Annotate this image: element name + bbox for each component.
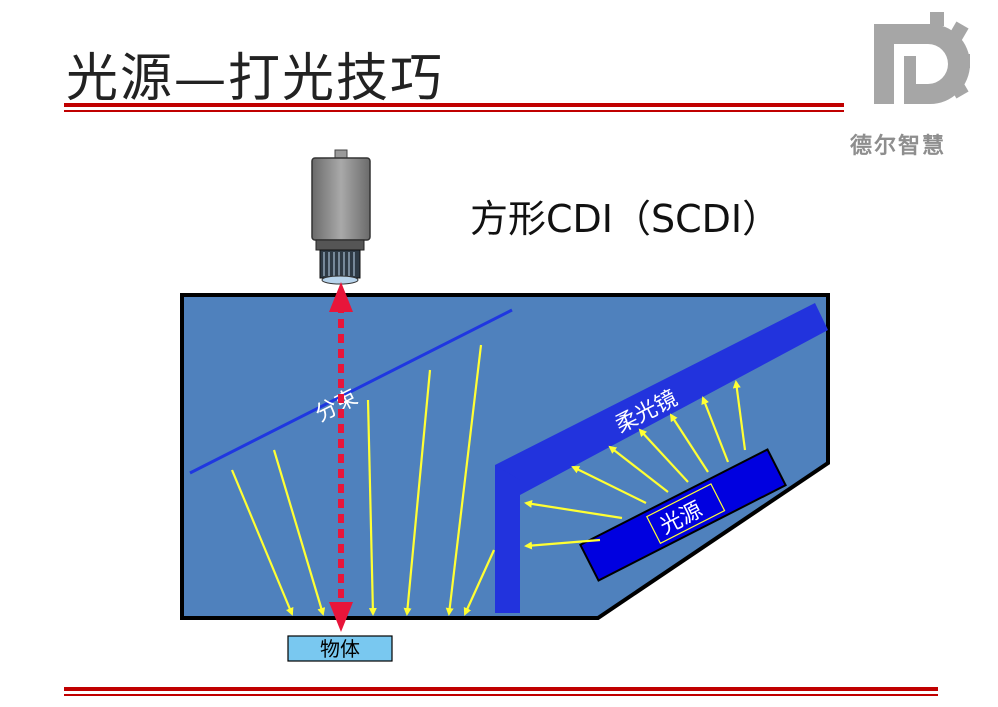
title-underline-thin	[64, 110, 844, 112]
emitted-light-rays	[524, 380, 747, 550]
footer-rule-thick	[64, 687, 938, 691]
diagram-subtitle: 方形CDI（SCDI）	[470, 197, 781, 241]
diffuser-vertical	[495, 465, 520, 613]
beam-splitter	[189, 308, 513, 475]
title-underline-thick	[64, 103, 844, 107]
brand-logo-icon	[874, 12, 970, 104]
optical-axis	[329, 282, 353, 632]
object-label: 物体	[320, 637, 360, 661]
brand-name: 德尔智慧	[850, 134, 947, 159]
page-title: 光源—打光技巧	[66, 49, 445, 109]
light-source-label-box	[645, 483, 726, 545]
footer-rule-thin	[64, 694, 938, 696]
diffused-light-rays	[230, 344, 496, 616]
object-box	[287, 635, 393, 662]
diffuser-diagonal	[495, 303, 828, 495]
light-source	[579, 448, 787, 582]
camera-icon	[311, 149, 371, 285]
